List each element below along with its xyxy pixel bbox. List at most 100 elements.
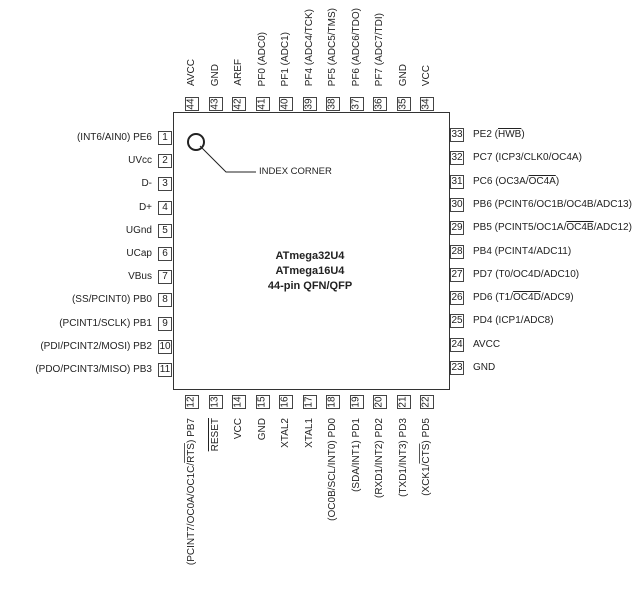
pin-label: (SS/PCINT0) PB0 bbox=[72, 294, 152, 306]
pin-number-box: 38 bbox=[326, 97, 340, 111]
pin-number-box: 6 bbox=[158, 247, 172, 261]
pin-label: PE2 (HWB) bbox=[473, 129, 525, 141]
pin-label-over: HWB bbox=[498, 129, 522, 140]
pin-label: PB6 (PCINT6/OC1B/OC4B/ADC13) bbox=[473, 199, 632, 211]
pin-label-post: ) PD5 bbox=[421, 418, 432, 444]
pin-number-box: 34 bbox=[420, 97, 434, 111]
pin-number: 8 bbox=[162, 294, 168, 306]
pin-label-pre: VBus bbox=[128, 271, 152, 283]
pin-number: 24 bbox=[451, 338, 463, 350]
pin-number: 11 bbox=[159, 364, 171, 375]
pin-label-over: OC4A bbox=[528, 175, 556, 187]
pin-number-box: 18 bbox=[326, 395, 340, 409]
pin-number-box: 30 bbox=[450, 197, 464, 212]
pin-number: 22 bbox=[421, 396, 432, 408]
pin-label: (RXD1/INT2) PD2 bbox=[374, 418, 386, 498]
pin-number: 14 bbox=[233, 396, 244, 408]
pin-label: PF1 (ADC1) bbox=[280, 32, 292, 86]
pin-label-pre: UGnd bbox=[125, 224, 152, 236]
pin-number: 13 bbox=[209, 396, 221, 408]
pin-number-box: 41 bbox=[255, 97, 270, 111]
pin-number-box: 44 bbox=[185, 97, 199, 111]
pin-number-box: 32 bbox=[450, 151, 464, 166]
pin-label: PD6 (T1/OC4D/ADC9) bbox=[473, 292, 574, 304]
pin-label: VCC bbox=[421, 65, 433, 86]
pin-label: UCap bbox=[126, 248, 152, 260]
pin-label-pre: PF5 (ADC5/TMS) bbox=[327, 7, 338, 86]
pin-number-box: 22 bbox=[420, 395, 434, 409]
pin-label-pre: (TXD1/INT3) PD3 bbox=[397, 418, 409, 497]
pin-label: (OC0B/SCL/INT0) PD0 bbox=[327, 418, 339, 521]
pin-number-box: 35 bbox=[396, 97, 411, 111]
pin-label: XTAL1 bbox=[304, 418, 316, 448]
pin-number-box: 43 bbox=[208, 97, 223, 111]
pin-number: 40 bbox=[280, 98, 291, 110]
pin-label-pre: PD7 (T0/OC4D/ADC10) bbox=[473, 268, 580, 280]
pin-label-pre: GND bbox=[256, 418, 268, 441]
pin-label-pre: PD4 (ICP1/ADC8) bbox=[473, 315, 554, 327]
pin-label-pre: PF6 (ADC6/TDO) bbox=[350, 7, 362, 86]
pin-number: 2 bbox=[162, 155, 168, 167]
pin-number: 23 bbox=[451, 362, 463, 373]
chip-body bbox=[173, 112, 450, 390]
chip-name-32u4: ATmega32U4 bbox=[275, 250, 345, 262]
pin-label: PF5 (ADC5/TMS) bbox=[327, 8, 339, 86]
pin-label: (PDO/PCINT3/MISO) PB3 bbox=[35, 364, 152, 376]
pin-label-pre: PB5 (PCINT5/OC1A/ bbox=[473, 222, 567, 234]
pin-label-pre: XTAL1 bbox=[303, 418, 315, 448]
pin-number-box: 1 bbox=[158, 131, 172, 145]
pin-number: 31 bbox=[451, 175, 463, 187]
pin-number: 9 bbox=[162, 317, 168, 329]
pin-number-box: 9 bbox=[158, 316, 172, 331]
pin-label: GND bbox=[210, 64, 222, 86]
pin-number-box: 29 bbox=[450, 221, 464, 236]
pin-label-pre: AVCC bbox=[473, 338, 501, 350]
pin-number: 7 bbox=[162, 271, 168, 283]
pin-number-box: 20 bbox=[373, 395, 387, 409]
pin-number: 17 bbox=[303, 396, 315, 408]
pin-label-over: RESET bbox=[209, 418, 221, 452]
pin-label: UVcc bbox=[128, 155, 152, 167]
pin-label-pre: (SS/PCINT0) PB0 bbox=[71, 294, 152, 306]
pin-number: 39 bbox=[303, 98, 315, 110]
pin-number-box: 33 bbox=[450, 128, 464, 142]
pin-label: D+ bbox=[139, 202, 152, 214]
pin-number: 41 bbox=[256, 98, 268, 110]
pin-label: UGnd bbox=[126, 225, 152, 237]
pin-label: AVCC bbox=[186, 59, 198, 86]
pin-number: 3 bbox=[162, 178, 168, 190]
pin-label: VCC bbox=[233, 418, 245, 439]
pin-number: 18 bbox=[327, 396, 338, 408]
pin-label-pre: (PCINT7/OC0A/OC1C/ bbox=[186, 462, 197, 566]
pin-label-pre: (PDO/PCINT3/MISO) PB3 bbox=[35, 364, 152, 375]
chip-name-16u4: ATmega16U4 bbox=[275, 265, 345, 277]
pin-number-box: 3 bbox=[158, 177, 172, 192]
pin-label-pre: PF4 (ADC4/TCK) bbox=[303, 8, 315, 86]
pin-label-post: ) PB7 bbox=[186, 418, 197, 444]
pin-label: PB5 (PCINT5/OC1A/OC4B/ADC12) bbox=[473, 222, 632, 234]
pin-number: 5 bbox=[162, 224, 168, 236]
pin-label: PD4 (ICP1/ADC8) bbox=[473, 315, 554, 327]
pin-label-pre: PF7 (ADC7/TDI) bbox=[374, 12, 385, 86]
pin-label-over: OC4B bbox=[566, 222, 594, 234]
pin-label: PF6 (ADC6/TDO) bbox=[351, 8, 363, 86]
pin-number: 6 bbox=[162, 248, 168, 259]
pin-label-pre: GND bbox=[209, 63, 221, 86]
pin-number-box: 15 bbox=[255, 395, 270, 409]
pin-label: XTAL2 bbox=[280, 418, 292, 448]
pin-number-box: 24 bbox=[450, 337, 464, 352]
pin-label-pre: AREF bbox=[233, 59, 244, 86]
pin-number-box: 36 bbox=[373, 97, 387, 111]
pin-number: 4 bbox=[162, 201, 168, 213]
pin-label: PB4 (PCINT4/ADC11) bbox=[473, 246, 571, 258]
pin-label-pre: PB6 (PCINT6/OC1B/OC4B/ADC13) bbox=[473, 198, 632, 210]
pin-label: (PCINT1/SCLK) PB1 bbox=[59, 318, 152, 330]
pin-number: 25 bbox=[451, 315, 463, 327]
pin-number: 37 bbox=[350, 98, 362, 110]
pin-label-pre: (RXD1/INT2) PD2 bbox=[374, 418, 385, 499]
pin-label-pre: PF1 (ADC1) bbox=[280, 31, 291, 86]
pin-label-over: OC4D bbox=[513, 292, 541, 304]
pin-label-post: ) bbox=[521, 129, 525, 140]
pin-label-post: ) bbox=[555, 175, 560, 187]
